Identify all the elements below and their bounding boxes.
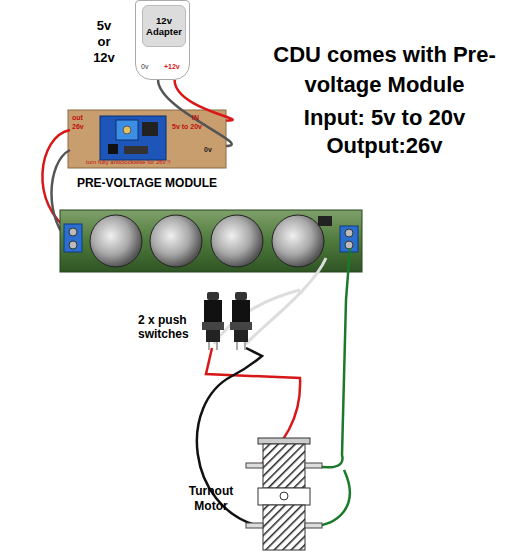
- motor-terminal: [246, 523, 263, 528]
- switch-button: [207, 292, 219, 300]
- switch-base: [206, 330, 220, 342]
- annotation-label: Input: 5v to 20v: [262, 104, 507, 132]
- switch-body: [204, 300, 222, 322]
- terminal-block: [64, 224, 82, 252]
- component: [318, 216, 332, 226]
- annotation-label: IN: [192, 114, 199, 121]
- turnout-motor: Turnout Motor: [180, 438, 315, 550]
- motor-coil: [263, 505, 305, 550]
- capacitor: [90, 215, 142, 267]
- annotation-label: 5v to 20v: [172, 123, 202, 130]
- annotation-label: 26v: [72, 123, 84, 130]
- capacitor: [150, 215, 202, 267]
- white-wire: [246, 258, 326, 344]
- motor-terminal: [246, 463, 263, 468]
- switch-body: [232, 300, 250, 322]
- annotation-label: Output:26v: [262, 132, 507, 160]
- cdu-board: [60, 210, 362, 272]
- annotation-label: +12v: [164, 63, 180, 70]
- pre-voltage-board: [68, 110, 226, 168]
- switch-leg: [244, 342, 246, 350]
- annotation-label: 5v or 12v: [90, 18, 118, 66]
- white-wire: [214, 290, 300, 344]
- chip: [108, 144, 118, 154]
- module-pcb: [100, 116, 166, 160]
- inductor: [142, 122, 158, 136]
- push-switch: [202, 292, 224, 350]
- switch-nut: [202, 322, 224, 330]
- annotation-label: 0v: [204, 146, 212, 153]
- turnout-motor: [246, 438, 322, 550]
- push-switch: [230, 292, 252, 350]
- wood-base: [68, 110, 226, 168]
- node-label: Turnout Motor: [180, 484, 242, 514]
- power-wire: [175, 80, 233, 120]
- annotation-label: 0v: [141, 63, 148, 70]
- switch-leg: [236, 342, 238, 350]
- diagram-title: CDU comes with Pre-voltage Module: [262, 40, 507, 100]
- capacitor: [272, 215, 324, 267]
- motor-terminal: [305, 463, 322, 468]
- terminal-screw: [69, 241, 77, 249]
- power-wire: [158, 80, 232, 146]
- annotation-label: out: [72, 114, 83, 121]
- motor-pivot: [280, 492, 288, 500]
- pot-screw: [123, 126, 131, 134]
- switch-nut: [230, 322, 252, 330]
- terminal-screw: [345, 229, 353, 237]
- motor-coil: [263, 444, 305, 488]
- node-label: 12v Adapter: [142, 5, 186, 47]
- motor-terminal: [305, 523, 322, 528]
- green-wire: [314, 470, 350, 526]
- switch-leg: [216, 342, 218, 350]
- annotation-label: turn fully anticlockwise for 26v !!: [86, 159, 171, 165]
- node-label: PRE-VOLTAGE MODULE: [62, 176, 232, 190]
- switch-leg: [208, 342, 210, 350]
- capacitor: [211, 215, 263, 267]
- motor-plate: [258, 488, 310, 505]
- annotation-label: 2 x push switches: [138, 313, 202, 341]
- switch-base: [234, 330, 248, 342]
- motor-cap: [258, 438, 310, 444]
- switch-button: [235, 292, 247, 300]
- diode: [124, 146, 148, 154]
- green-wire: [314, 248, 350, 467]
- potentiometer: [116, 120, 138, 140]
- cdu-pcb: [60, 210, 362, 272]
- terminal-screw: [345, 241, 353, 249]
- terminal-screw: [69, 228, 77, 236]
